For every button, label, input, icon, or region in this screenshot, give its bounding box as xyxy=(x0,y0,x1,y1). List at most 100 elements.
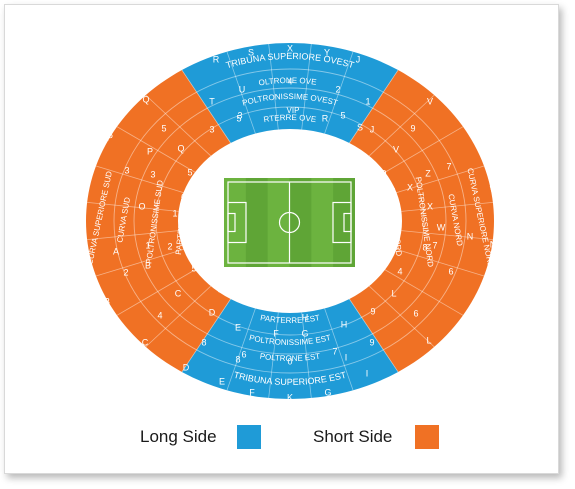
block-divider xyxy=(324,308,354,391)
block-label-east: 8 xyxy=(217,284,222,294)
block-label-east: 8 xyxy=(201,337,206,347)
label-parterre-est: PARTERRE EST xyxy=(259,313,320,325)
block-divider xyxy=(301,43,312,130)
block-label-south: 1 xyxy=(145,240,150,250)
block-label-west: R xyxy=(213,54,220,64)
block-divider xyxy=(95,165,184,193)
block-label-west: X xyxy=(287,43,293,53)
stand-divider xyxy=(349,69,399,144)
block-label-north: W xyxy=(490,184,499,194)
block-label-south: A xyxy=(79,245,85,255)
pitch-stripe xyxy=(245,178,268,267)
block-label-north: Z xyxy=(467,114,473,124)
block-label-north: 8 xyxy=(492,294,497,304)
block-label-east: I xyxy=(345,352,348,362)
block-label-north: 6 xyxy=(413,308,418,318)
block-label-west: 1 xyxy=(365,96,370,106)
block-label-east: G xyxy=(301,328,308,338)
block-label-north: W xyxy=(437,222,446,232)
block-label-south: 3 xyxy=(124,165,129,175)
block-label-north: V xyxy=(427,96,433,106)
block-label-east: 6 xyxy=(248,296,253,306)
block-label-south: B xyxy=(104,296,110,306)
block-divider xyxy=(95,249,184,277)
block-label-west: J xyxy=(370,124,375,134)
block-label-west: 4 xyxy=(286,132,291,142)
south-curve xyxy=(85,70,231,372)
ring-divider xyxy=(155,106,425,336)
east-grandstand xyxy=(181,299,399,399)
block-label-west: T xyxy=(217,150,223,160)
block-label-north: 9 xyxy=(410,123,415,133)
stand-divider xyxy=(181,298,231,373)
block-label-east: 9 xyxy=(369,337,374,347)
block-label-south: 2 xyxy=(167,241,172,251)
block-divider xyxy=(116,126,196,173)
block-label-south: A xyxy=(113,246,119,256)
block-label-north: 5 xyxy=(357,154,362,164)
block-label-east: D xyxy=(183,362,190,372)
block-label-east: 8 xyxy=(235,354,240,364)
label-poltrone-est: POLTRONE EST xyxy=(259,352,321,363)
block-label-north: X xyxy=(407,182,413,192)
block-label-south: C xyxy=(175,288,182,298)
block-label-west: S xyxy=(248,47,254,57)
block-label-west: S xyxy=(357,122,363,132)
block-label-south: 2 xyxy=(123,267,128,277)
block-label-north: 6 xyxy=(448,266,453,276)
block-label-east: 7 xyxy=(353,284,358,294)
block-divider xyxy=(145,285,212,348)
block-divider xyxy=(268,43,279,130)
block-divider xyxy=(116,269,196,316)
block-label-west: U xyxy=(239,84,246,94)
block-label-west: Y xyxy=(324,47,330,57)
block-label-east: 0 xyxy=(287,301,292,311)
block-label-east: 6 xyxy=(241,349,246,359)
block-label-south: 3 xyxy=(150,169,155,179)
block-label-south: 5 xyxy=(161,123,166,133)
block-label-west: T xyxy=(209,96,215,106)
block-label-south: 1 xyxy=(172,208,177,218)
block-divider xyxy=(87,201,179,212)
legend: Long Side Short Side xyxy=(0,425,575,451)
block-divider xyxy=(384,269,464,316)
block-label-east: F xyxy=(273,328,279,338)
goal-area-east xyxy=(343,212,352,233)
block-divider xyxy=(384,126,464,173)
block-label-north: 9 xyxy=(381,168,386,178)
block-label-west: 5 xyxy=(236,113,241,123)
block-label-south: 5 xyxy=(187,167,192,177)
west-grandstand xyxy=(181,43,399,143)
legend-short-side-label: Short Side xyxy=(313,427,393,446)
block-label-south: B xyxy=(145,260,151,270)
block-label-north: L xyxy=(488,258,493,268)
block-divider xyxy=(396,249,485,277)
block-label-south: Q xyxy=(177,143,184,153)
block-label-north: L xyxy=(391,288,396,298)
legend-short-side-swatch xyxy=(415,425,439,449)
north-curve xyxy=(349,70,495,372)
block-label-south: Q xyxy=(142,94,149,104)
block-label-west: 4 xyxy=(287,76,292,86)
block-label-north: 4 xyxy=(397,266,402,276)
block-label-east: D xyxy=(209,307,216,317)
stand-divider xyxy=(181,69,231,144)
block-divider xyxy=(268,312,279,399)
block-label-west: R xyxy=(322,113,329,123)
ring-divider xyxy=(113,68,467,374)
block-label-north: 9 xyxy=(377,249,382,259)
block-label-west: 3 xyxy=(237,110,242,120)
block-label-east: H xyxy=(302,312,309,322)
block-label-east: 7 xyxy=(332,346,337,356)
block-label-south: P xyxy=(107,132,113,142)
block-label-west: J xyxy=(356,54,361,64)
stand-divider xyxy=(349,298,399,373)
block-label-west: 2 xyxy=(328,138,333,148)
block-label-south: O xyxy=(79,184,86,194)
block-label-south: 4 xyxy=(193,191,198,201)
block-divider xyxy=(324,51,354,134)
block-divider xyxy=(368,94,435,157)
block-label-south: O xyxy=(138,201,145,211)
ring-divider xyxy=(133,87,447,355)
